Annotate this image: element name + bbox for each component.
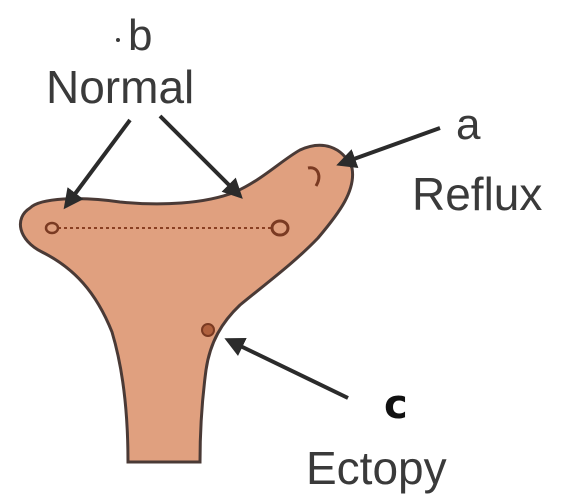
ectopic-orifice [202, 324, 214, 336]
label-normal: Normal [46, 61, 194, 113]
arrow-b-right [160, 116, 240, 196]
arrow-a [340, 128, 440, 164]
label-b-letter: b [128, 11, 152, 60]
arrow-c [228, 340, 348, 398]
label-b-dot [116, 38, 120, 42]
tissue-shape [20, 145, 352, 462]
arrow-b-left [66, 120, 130, 206]
label-a-letter: a [456, 100, 481, 149]
label-reflux: Reflux [412, 168, 542, 220]
label-c-letter: c [384, 382, 408, 428]
label-ectopy: Ectopy [306, 442, 447, 494]
